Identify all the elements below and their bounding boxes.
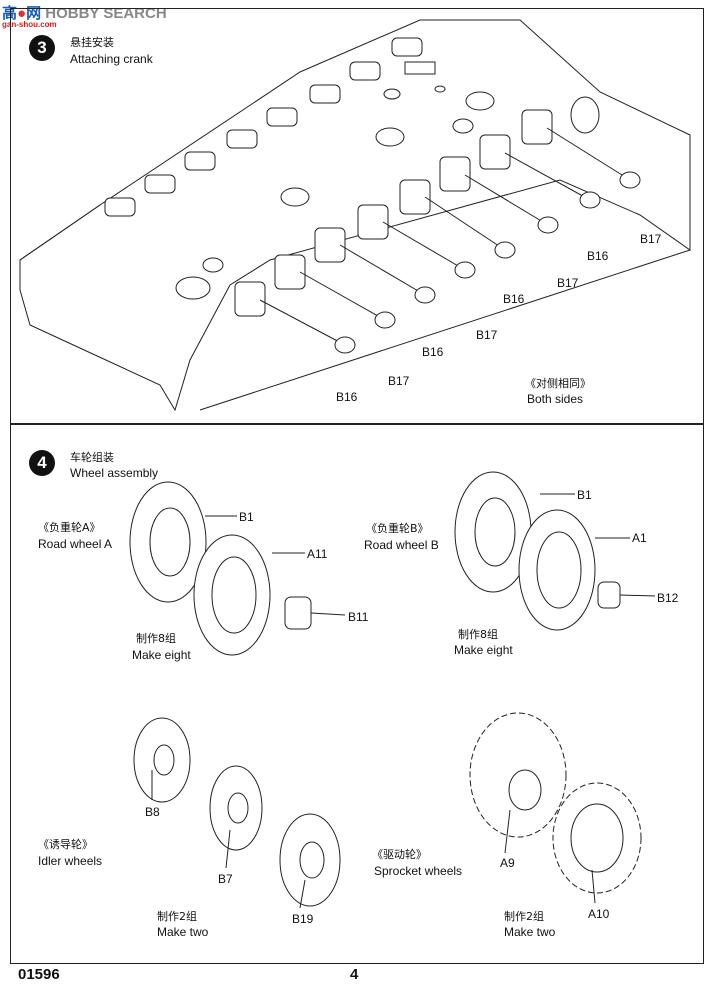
part-label: A9 [500, 856, 515, 870]
leader-lines [151, 493, 656, 909]
part-label: B19 [292, 912, 314, 926]
idler-qty-cn: 制作2组 [157, 910, 197, 923]
step3-title-en: Attaching crank [70, 52, 153, 66]
step4-number-badge: 4 [29, 450, 55, 476]
part-label: B16 [503, 292, 525, 306]
road-wheel-b-label-en: Road wheel B [364, 538, 439, 552]
road-wheel-a-qty-en: Make eight [132, 648, 191, 662]
road-wheel-b-qty-en: Make eight [454, 643, 513, 657]
sprocket-label-en: Sprocket wheels [374, 864, 463, 878]
part-label: B17 [476, 328, 498, 342]
step3-panel [10, 8, 704, 425]
watermark-url: gan-shou.com [2, 20, 57, 29]
part-label: B1 [577, 488, 592, 502]
suspension-arms [104, 37, 641, 354]
part-label: A10 [588, 907, 610, 921]
part-label: B17 [557, 276, 579, 290]
sprocket-qty-cn: 制作2组 [504, 910, 544, 923]
idler-label-en: Idler wheels [38, 854, 103, 868]
road-wheel-b-label-cn: 《负重轮B》 [366, 522, 429, 535]
sprocket-qty-en: Make two [504, 925, 556, 939]
road-wheel-a-label-en: Road wheel A [38, 537, 113, 551]
step3-note-en: Both sides [527, 392, 584, 406]
sprocket-drawing [469, 712, 642, 894]
part-label: B16 [336, 390, 358, 404]
part-label: B16 [422, 345, 444, 359]
road-wheel-b-drawing [454, 471, 621, 631]
idler-qty-en: Make two [157, 925, 209, 939]
part-label: B17 [640, 232, 662, 246]
part-label: B7 [218, 872, 233, 886]
step4-panel [10, 423, 704, 964]
step3-title-cn: 悬挂安装 [70, 36, 114, 49]
watermark-cn-logo: 高●网 [2, 5, 42, 22]
page-number: 4 [350, 966, 359, 983]
part-label: A11 [307, 547, 328, 561]
idler-label-cn: 《诱导轮》 [38, 838, 93, 851]
part-label: B1 [239, 510, 254, 524]
part-label: B17 [388, 374, 410, 388]
step3-note-cn: 《对侧相同》 [525, 377, 591, 390]
road-wheel-b-qty-cn: 制作8组 [458, 628, 498, 641]
road-wheel-a-label-cn: 《负重轮A》 [38, 521, 101, 534]
part-label: B12 [657, 591, 679, 605]
step3-number-badge: 3 [29, 35, 55, 61]
sprocket-label-cn: 《驱动轮》 [372, 848, 427, 861]
step4-title-en: Wheel assembly [70, 466, 159, 480]
road-wheel-a-drawing [129, 481, 312, 656]
idler-wheel-drawing [133, 717, 341, 907]
part-label: A1 [632, 531, 647, 545]
step4-title-cn: 车轮组装 [70, 451, 114, 464]
watermark-brand: HOBBY SEARCH [45, 5, 167, 22]
part-label: B16 [587, 249, 609, 263]
watermark: 高●网 HOBBY SEARCH gan-shou.com [2, 2, 167, 29]
part-label: B11 [348, 610, 369, 624]
kit-number: 01596 [18, 966, 60, 983]
part-label: B8 [145, 805, 160, 819]
road-wheel-a-qty-cn: 制作8组 [136, 632, 176, 645]
